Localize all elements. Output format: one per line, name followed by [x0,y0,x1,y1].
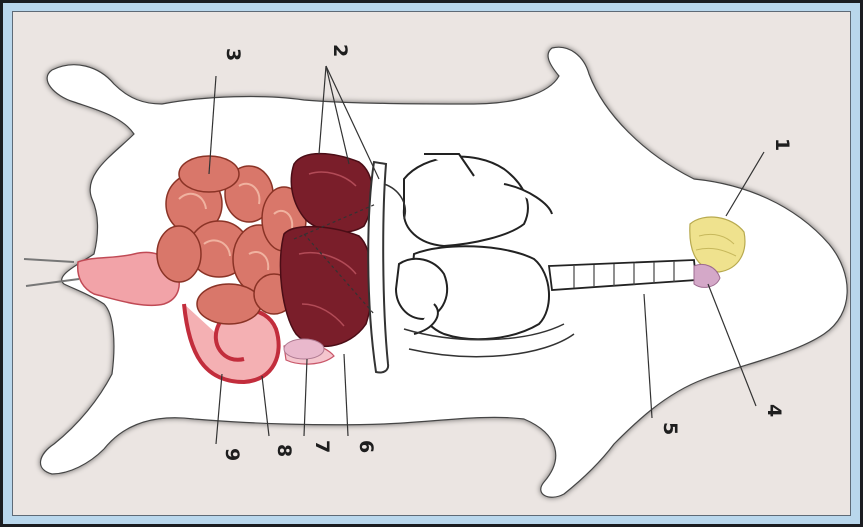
liver [280,154,372,347]
diagram-panel: 1 2 3 4 5 6 7 8 9 [12,11,851,516]
label-8: 8 [273,444,295,457]
spleen [284,339,324,359]
label-1: 1 [771,138,793,151]
label-3: 3 [222,48,244,61]
label-5: 5 [659,422,681,435]
label-4: 4 [763,404,785,417]
label-7: 7 [311,440,333,453]
label-2: 2 [329,44,351,57]
tail-line [24,259,74,262]
label-9: 9 [221,448,243,461]
rat-dissection-diagram: 1 2 3 4 5 6 7 8 9 [13,12,850,515]
label-6: 6 [355,440,377,453]
